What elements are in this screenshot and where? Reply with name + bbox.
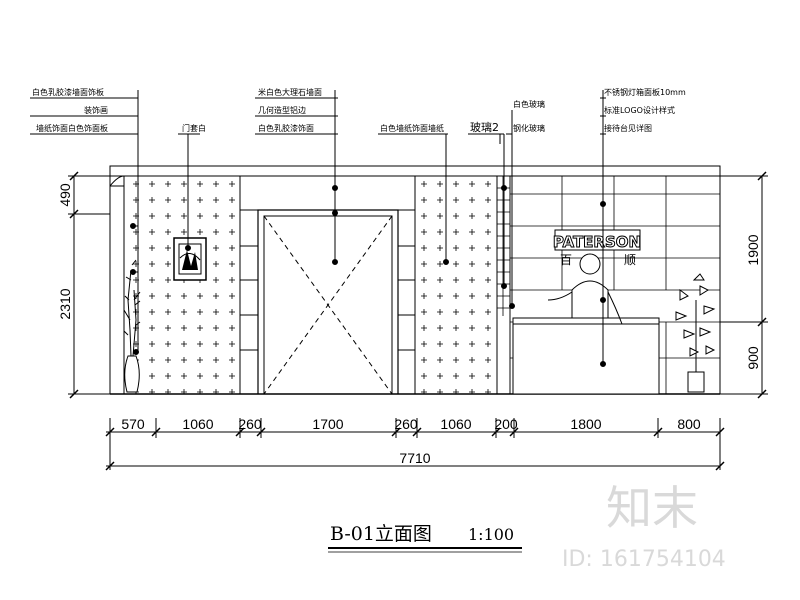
right-dimensions: 1900 900	[720, 171, 768, 399]
center-stone-area	[239, 176, 416, 394]
dim-1060-left: 1060	[182, 416, 213, 432]
annotation-left-wall-3: 墙纸饰面白色饰面板	[36, 123, 108, 133]
dim-800: 800	[677, 416, 701, 432]
dim-1800: 1800	[570, 416, 601, 432]
title-scale: 1:100	[468, 525, 514, 544]
watermark-id: ID: 161754104	[562, 547, 726, 572]
dim-1700: 1700	[312, 416, 343, 432]
center-doorway	[257, 209, 399, 395]
annotation-right-wall: 白色墙纸饰面墙纸	[380, 123, 444, 133]
dim-570: 570	[121, 416, 145, 432]
annotation-glass-label: 玻璃2	[470, 120, 499, 134]
annotation-logo-wall-1: 不锈钢灯箱面板10mm	[604, 87, 686, 97]
dim-200: 200	[494, 416, 518, 432]
annotation-stone-3: 白色乳胶漆饰面	[258, 123, 314, 133]
reception-counter	[512, 317, 660, 395]
decorative-picture	[173, 237, 207, 281]
left-dimensions: 490 2310	[57, 171, 110, 399]
annotations: 白色乳胶漆墙面饰板 装饰画 墙纸饰面白色饰面板 门套白 米白色大理石墙面 几何造…	[32, 87, 686, 134]
annotation-left-door: 门套白	[182, 123, 206, 133]
dim-1060-right: 1060	[440, 416, 471, 432]
title-code: B-01立面图	[330, 523, 432, 545]
annotation-stone-1: 米白色大理石墙面	[258, 87, 322, 97]
dim-260-right: 260	[394, 416, 418, 432]
annotation-logo-wall-3: 接待台见详图	[604, 123, 652, 133]
logo-name: PATERSON	[553, 233, 641, 251]
annotation-left-wall-2: 装饰画	[84, 105, 108, 115]
watermark: 知末 ID: 161754104	[562, 481, 726, 572]
annotation-stone-2: 几何造型铝边	[258, 105, 306, 115]
annotation-glass-box-2: 钢化玻璃	[513, 123, 545, 133]
leader-lines	[30, 90, 606, 367]
dim-490: 490	[57, 183, 73, 207]
right-wall-panel	[414, 175, 498, 395]
annotation-left-wall-1: 白色乳胶漆墙面饰板	[32, 87, 104, 97]
dim-1900: 1900	[745, 234, 761, 265]
logo-cn-left: 百	[560, 253, 572, 267]
dim-2310: 2310	[57, 288, 73, 319]
company-logo: PATERSON 百 顺	[552, 229, 642, 267]
receptionist-figure	[547, 253, 623, 325]
logo-cn-right: 顺	[624, 253, 636, 267]
watermark-brand: 知末	[606, 481, 698, 535]
dim-260-left: 260	[238, 416, 262, 432]
annotation-logo-wall-2: 标准LOGO设计样式	[604, 105, 675, 115]
annotation-glass-box-1: 白色玻璃	[513, 99, 545, 109]
dim-900: 900	[745, 346, 761, 370]
drawing-title: B-01立面图 1:100	[328, 523, 522, 553]
left-wall-panel	[109, 175, 241, 395]
potted-plant	[675, 273, 716, 393]
dim-total: 7710	[399, 450, 430, 466]
bottom-dimensions: 570 1060 260 1700 260 1060 200 1800 800 …	[105, 416, 725, 471]
